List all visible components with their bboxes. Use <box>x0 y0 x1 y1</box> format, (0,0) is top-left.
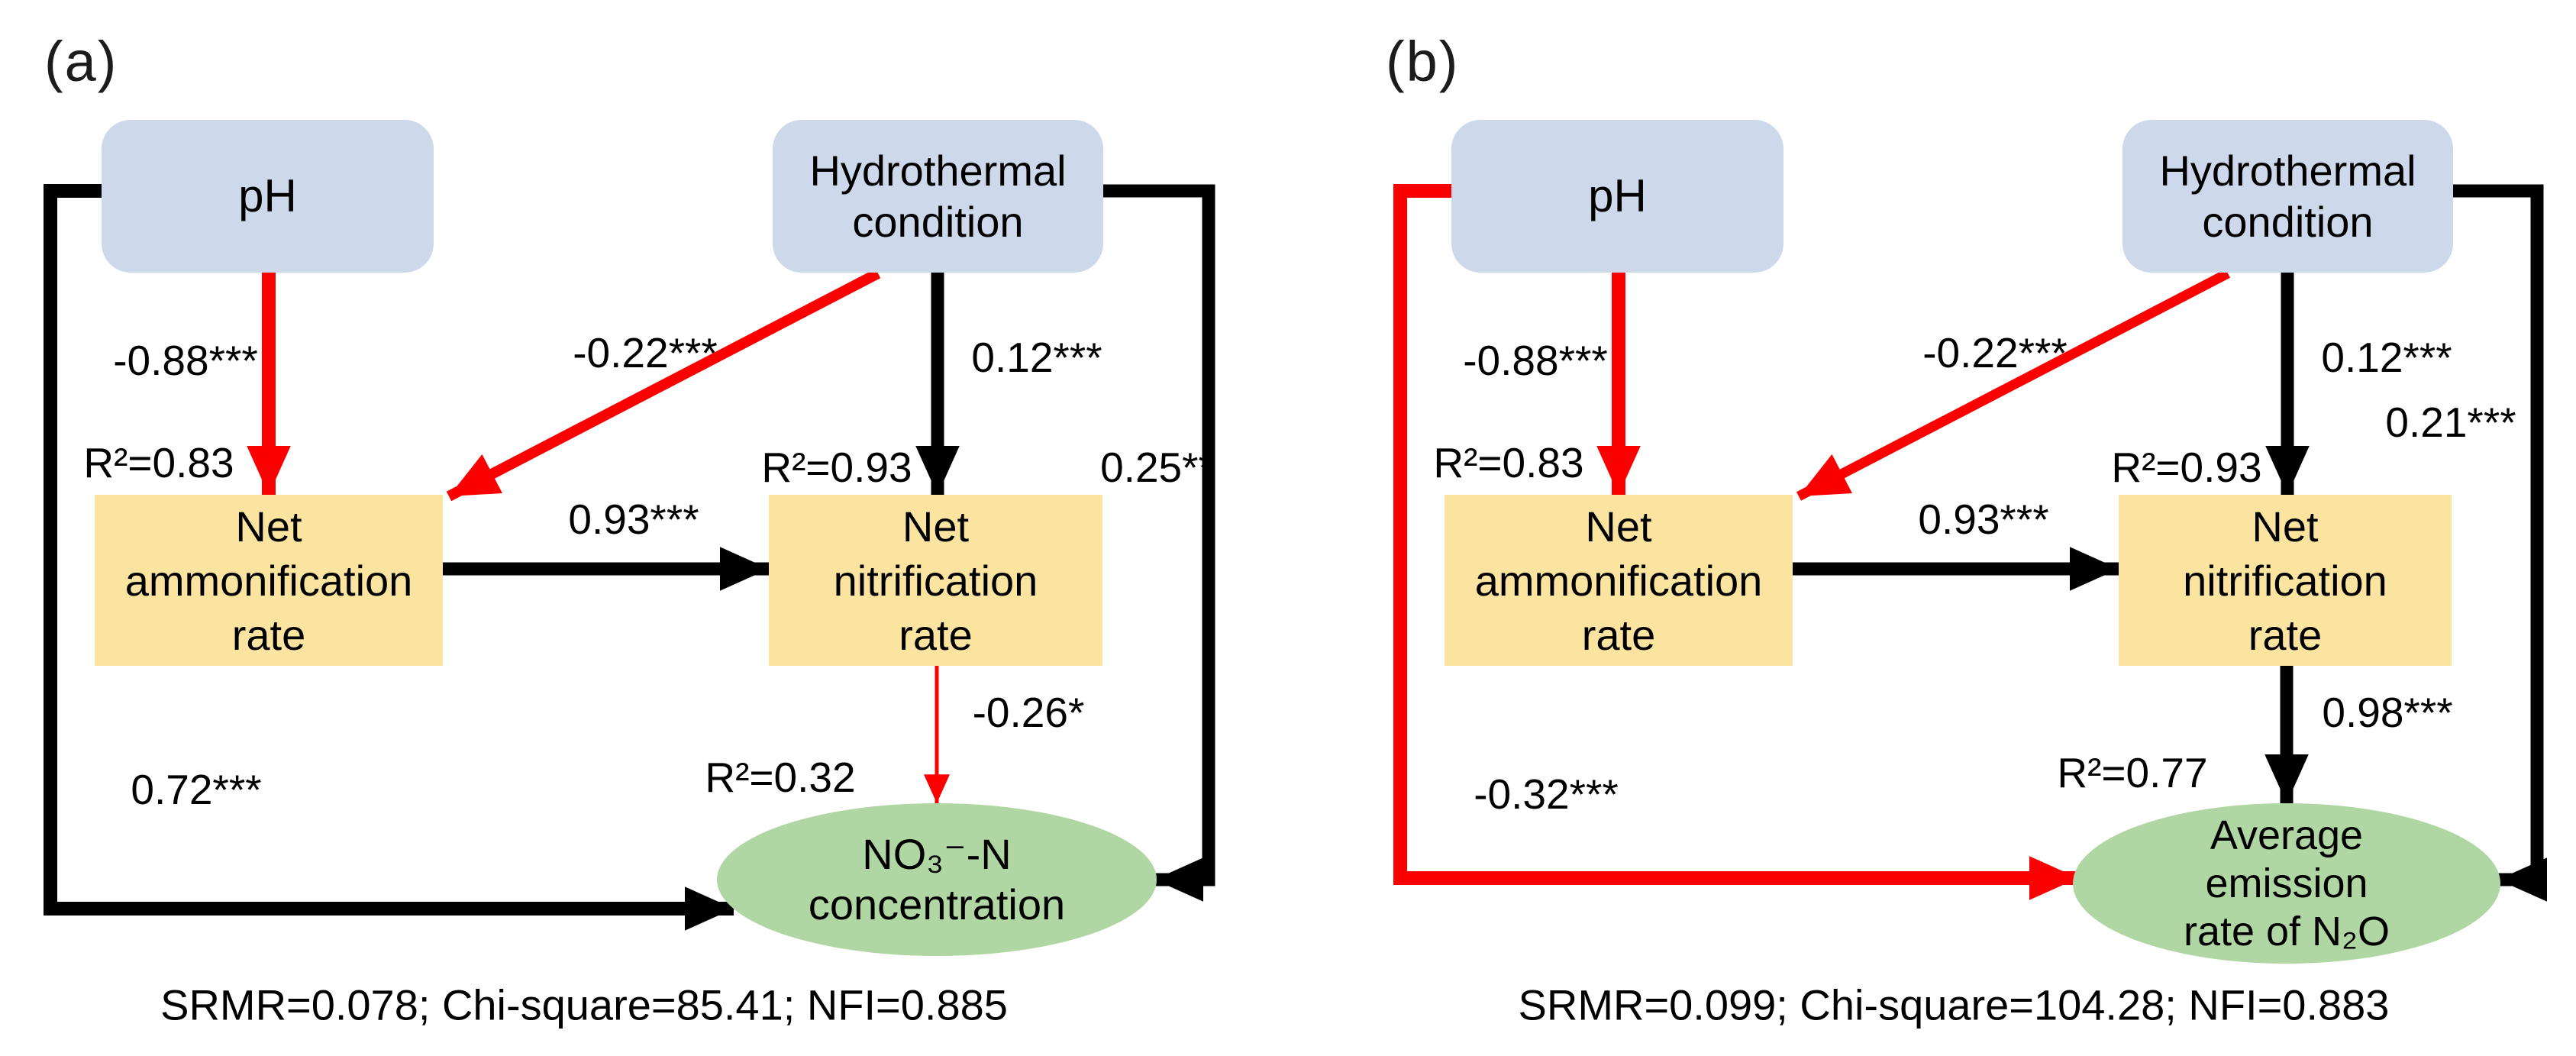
panel-b-edges <box>1393 184 2547 902</box>
path-coefficient-ph-to-outcome: 0.72*** <box>131 766 262 813</box>
panel-label: (b) <box>1386 30 1460 93</box>
node-ph: pH <box>102 120 434 273</box>
r2-label-ammonification: R²=0.83 <box>83 439 234 486</box>
node-average-n2o-emission-rate: Average emission rate of N₂O <box>2073 803 2500 964</box>
node-hydrothermal-line2: condition <box>2202 198 2374 246</box>
path-coefficient-ammonification-to-nitrification: 0.93*** <box>568 496 699 543</box>
path-coefficient-ph-to-ammonification: -0.88*** <box>1463 337 1608 384</box>
node-net-ammonification-rate: Net ammonification rate <box>95 495 443 666</box>
node-outcome-line1: Average <box>2210 812 2364 858</box>
path-coefficient-nitrification-to-outcome: 0.98*** <box>2322 689 2453 736</box>
edge-hydrothermal-to-ammonification <box>446 268 881 502</box>
fit-statistics: SRMR=0.078; Chi-square=85.41; NFI=0.885 <box>160 980 1008 1029</box>
path-coefficient-hydrothermal-to-outcome: 0.25** <box>1100 444 1215 491</box>
node-outcome-line3: rate of N₂O <box>2183 908 2390 954</box>
node-hydrothermal-condition: Hydrothermal condition <box>2122 120 2453 273</box>
node-hydrothermal-line1: Hydrothermal <box>2159 147 2416 195</box>
path-coefficient-hydrothermal-to-nitrification: 0.12*** <box>2321 334 2452 381</box>
node-ph-label: pH <box>238 170 297 221</box>
path-coefficient-hydrothermal-to-outcome: 0.21*** <box>2385 399 2516 446</box>
path-coefficient-ph-to-outcome: -0.32*** <box>1474 770 1619 818</box>
r2-label-outcome: R²=0.77 <box>2057 749 2208 796</box>
node-ammonification-line1: Net <box>1585 502 1652 551</box>
node-nitrification-line3: rate <box>899 610 973 659</box>
path-coefficient-ph-to-ammonification: -0.88*** <box>113 337 258 384</box>
r2-label-outcome: R²=0.32 <box>705 754 856 801</box>
node-hydrothermal-condition: Hydrothermal condition <box>773 120 1103 273</box>
node-ammonification-line3: rate <box>1581 610 1656 659</box>
node-outcome-line2: concentration <box>808 880 1066 928</box>
node-hydrothermal-line1: Hydrothermal <box>809 147 1067 195</box>
node-ammonification-line3: rate <box>231 610 306 659</box>
path-coefficient-hydrothermal-to-nitrification: 0.12*** <box>971 334 1102 381</box>
panel-a: (a) pH Hydrothermal condition Net ammoni… <box>44 30 1215 1029</box>
edge-hydrothermal-to-outcome <box>1103 184 1215 902</box>
node-outcome-line2: emission <box>2205 860 2368 906</box>
panel-b: (b) pH Hydrothermal condition Net ammoni… <box>1288 0 2576 1056</box>
edge-hydrothermal-to-outcome <box>2453 184 2547 902</box>
edge-ph-to-outcome <box>1393 184 2078 900</box>
path-coefficient-hydrothermal-to-ammonification: -0.22*** <box>1922 329 2068 376</box>
node-hydrothermal-line2: condition <box>852 198 1024 246</box>
fit-statistics: SRMR=0.099; Chi-square=104.28; NFI=0.883 <box>1518 980 2390 1029</box>
node-no3-n-concentration: NO₃⁻-N concentration <box>717 803 1157 956</box>
path-coefficient-ammonification-to-nitrification: 0.93*** <box>1918 496 2049 543</box>
node-ph-label: pH <box>1588 170 1647 221</box>
node-ph: pH <box>1451 120 1784 273</box>
node-ammonification-line1: Net <box>235 502 302 551</box>
node-outcome-line1: NO₃⁻-N <box>862 830 1012 878</box>
r2-label-nitrification: R²=0.93 <box>761 444 912 491</box>
node-ammonification-line2: ammonification <box>124 556 413 605</box>
node-nitrification-line2: nitrification <box>2183 556 2387 605</box>
node-nitrification-line2: nitrification <box>833 556 1038 605</box>
node-net-nitrification-rate: Net nitrification rate <box>2119 495 2452 666</box>
r2-label-nitrification: R²=0.93 <box>2111 444 2262 491</box>
path-coefficient-nitrification-to-outcome: -0.26* <box>972 689 1085 736</box>
node-ammonification-line2: ammonification <box>1474 556 1763 605</box>
node-net-ammonification-rate: Net ammonification rate <box>1445 495 1793 666</box>
path-coefficient-hydrothermal-to-ammonification: -0.22*** <box>573 329 718 376</box>
panel-a-edges <box>44 184 1215 931</box>
edge-hydrothermal-to-ammonification <box>1796 269 2230 501</box>
r2-label-ammonification: R²=0.83 <box>1433 439 1584 486</box>
node-nitrification-line3: rate <box>2248 610 2323 659</box>
panel-label: (a) <box>44 30 118 93</box>
edge-ph-to-outcome <box>44 184 734 931</box>
node-nitrification-line1: Net <box>2252 502 2319 551</box>
node-nitrification-line1: Net <box>902 502 970 551</box>
node-net-nitrification-rate: Net nitrification rate <box>769 495 1102 666</box>
